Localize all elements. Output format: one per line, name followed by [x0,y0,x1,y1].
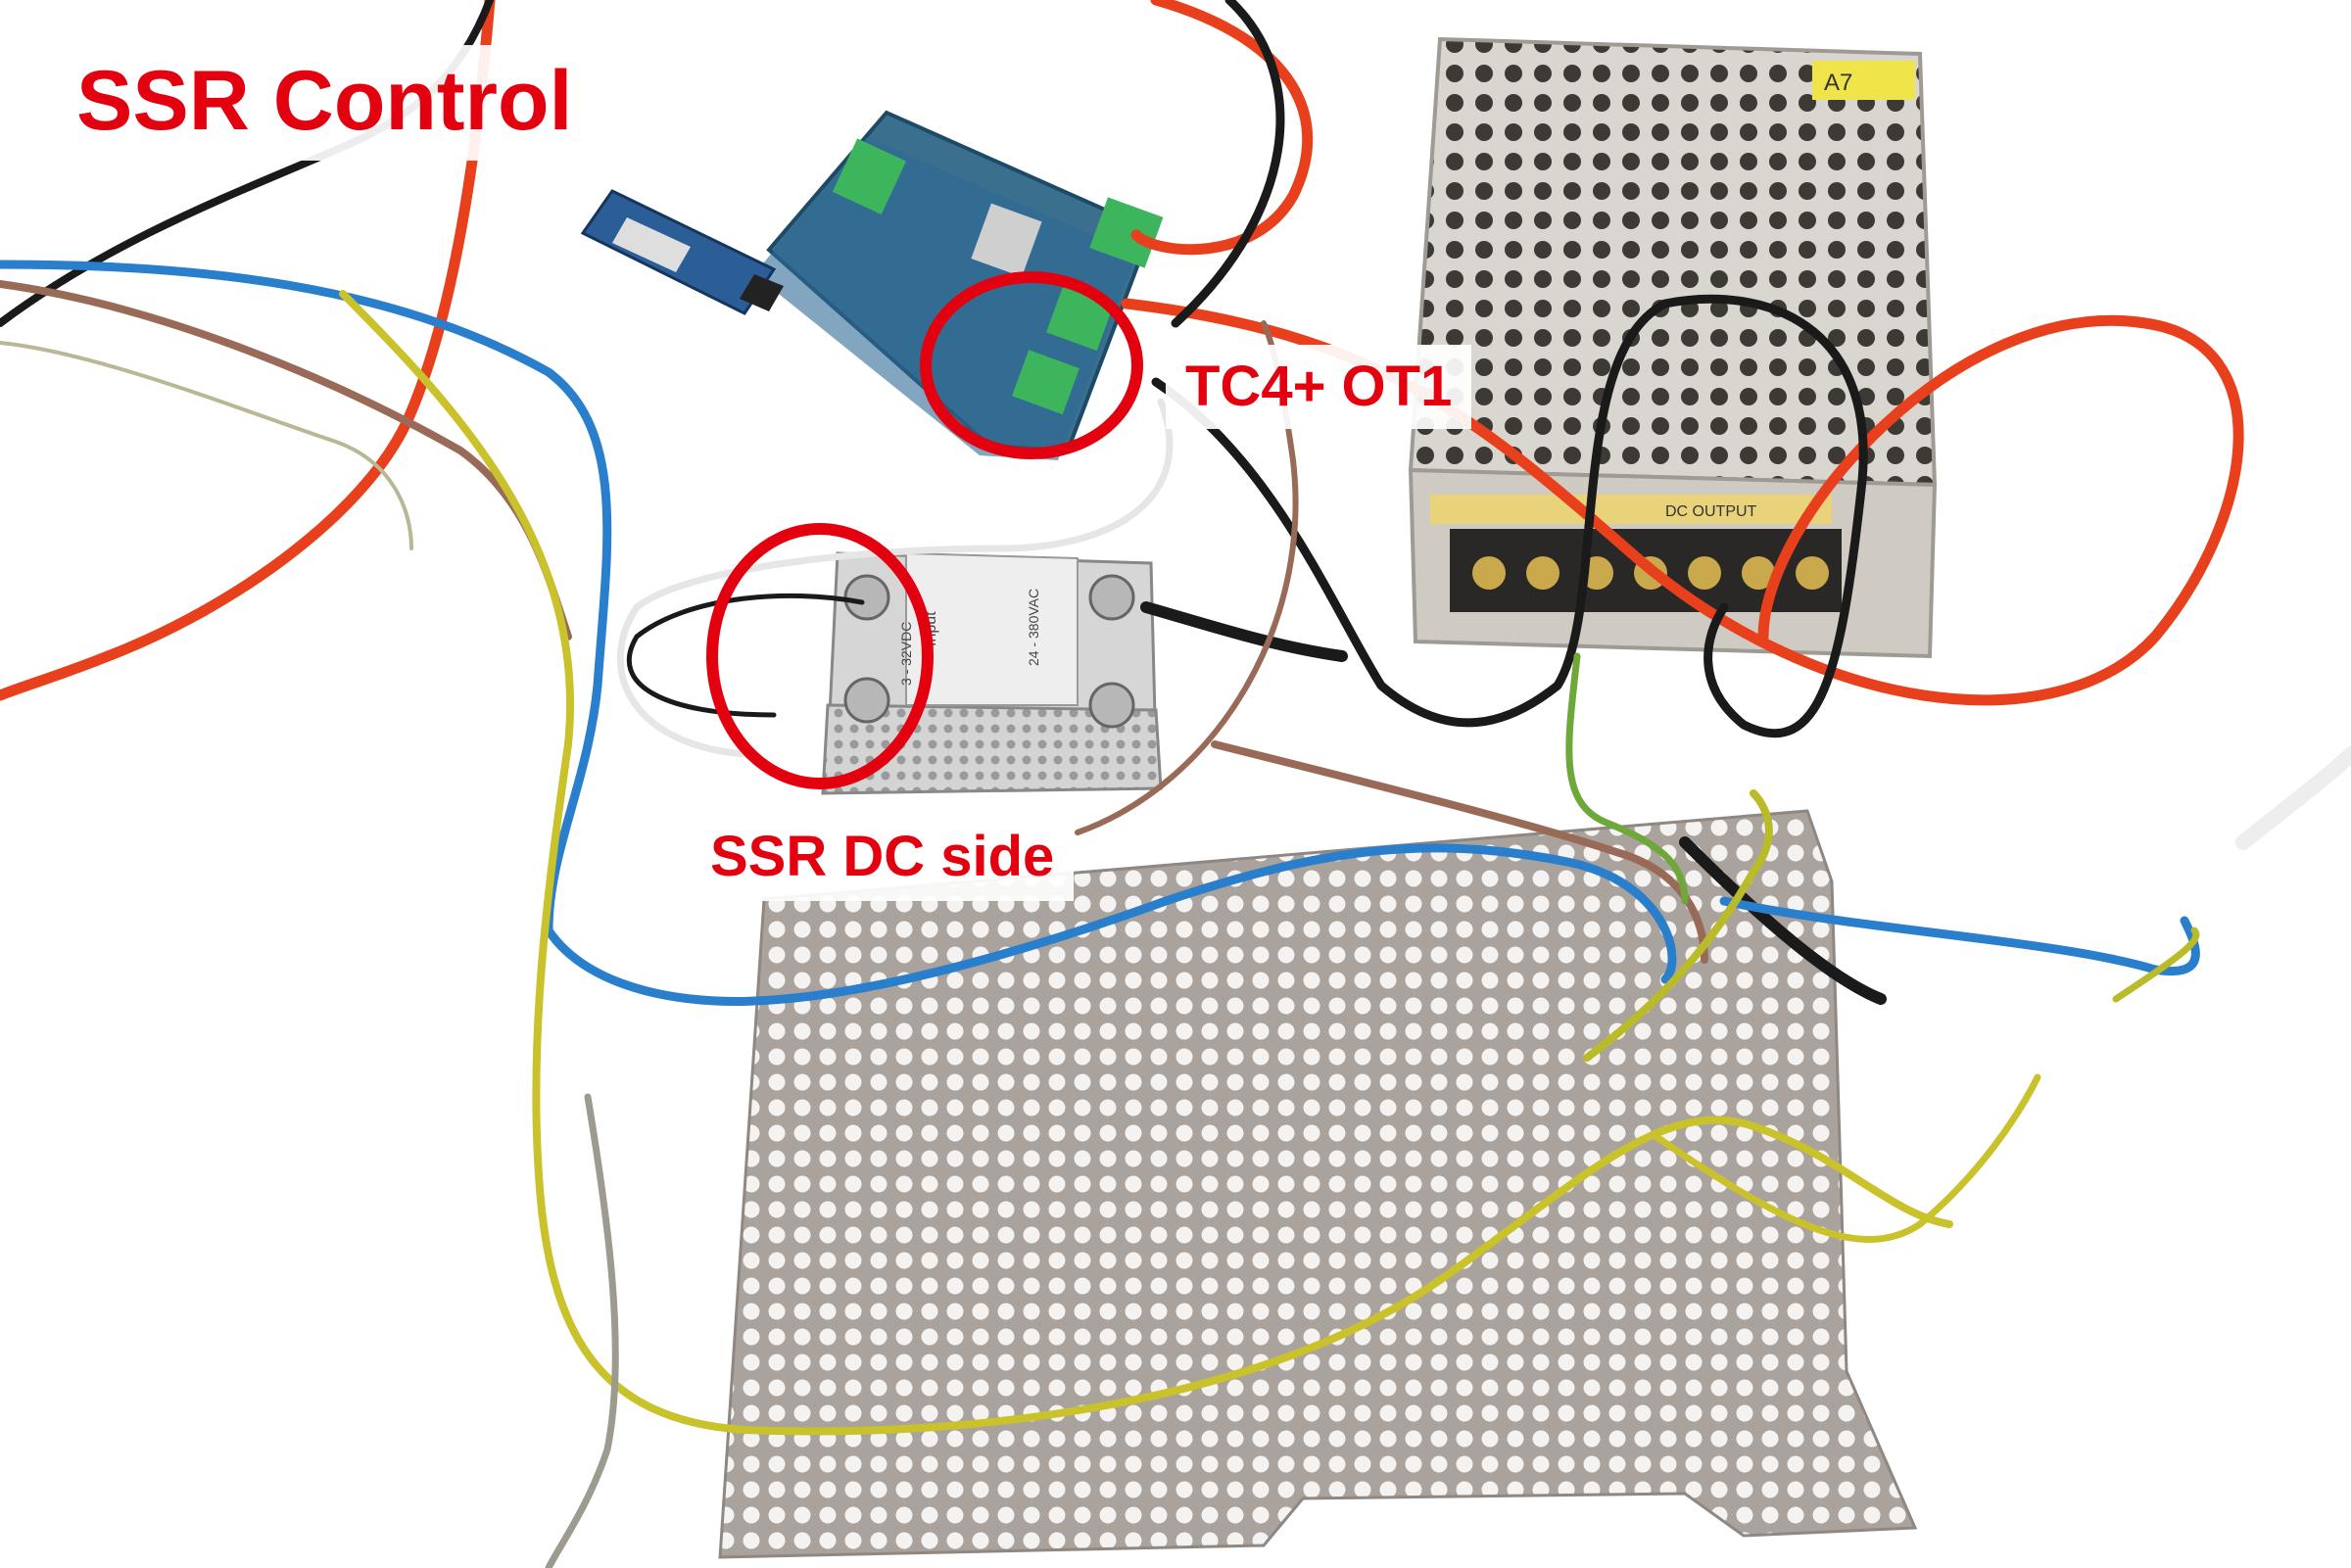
annotation-title: SSR Control [57,45,599,161]
earth-wire-psu [1565,652,1689,905]
annotation-ssr-text: SSR DC side [710,825,1055,888]
annotation-tc4: TC4+ OT1 [1166,345,1472,429]
blue-wire-main [0,260,1677,1006]
brown-wire-ssr [1211,740,1708,964]
highlight-circle-ssr [706,523,934,789]
earth-wire-far-right [2112,927,2200,1003]
ssr-dc-text: 3 - 32VDC [898,622,914,686]
power-supply-unit: A7 DC OUTPUT [1408,36,1938,659]
annotation-ssr: SSR DC side [691,815,1075,901]
red-wire-psu-loop [1121,298,2244,706]
blue-wire-right [1719,896,2200,975]
black-wire-psu-loop [1151,294,1868,738]
red-wire-left [0,0,496,701]
arduino-tc4-shield [754,110,1164,460]
earth-wire-main [339,290,1953,1436]
white-wire [616,398,1174,758]
black-wire-top [1171,0,1285,328]
highlight-circle-tc4 [920,271,1143,459]
bluetooth-module [580,189,784,315]
annotation-tc4-text: TC4+ OT1 [1185,355,1453,418]
white-cable-right [2235,746,2351,850]
black-wire-ssr [1140,601,1348,662]
ssr-ac-text: 24 - 380VAC [1026,589,1041,666]
thermocouple-braid [545,1093,619,1568]
black-wire-ssr-input [626,593,865,718]
thermocouple-thin-wire [0,341,413,550]
annotation-title-text: SSR Control [76,54,573,148]
earth-wire-right [1583,789,1773,1062]
psu-sticker [1812,61,1915,100]
earth-wire-bottom [1652,1073,2041,1243]
psu-sticker-text: A7 [1824,70,1852,96]
red-wire-top [1130,0,1314,256]
psu-dc-output-label: DC OUTPUT [1665,503,1757,520]
perforated-metal-plate [718,809,1918,1559]
black-wire-right [1679,836,1887,1005]
solid-state-relay: 24 - 380VAC Input 3 - 32VDC [821,551,1163,795]
